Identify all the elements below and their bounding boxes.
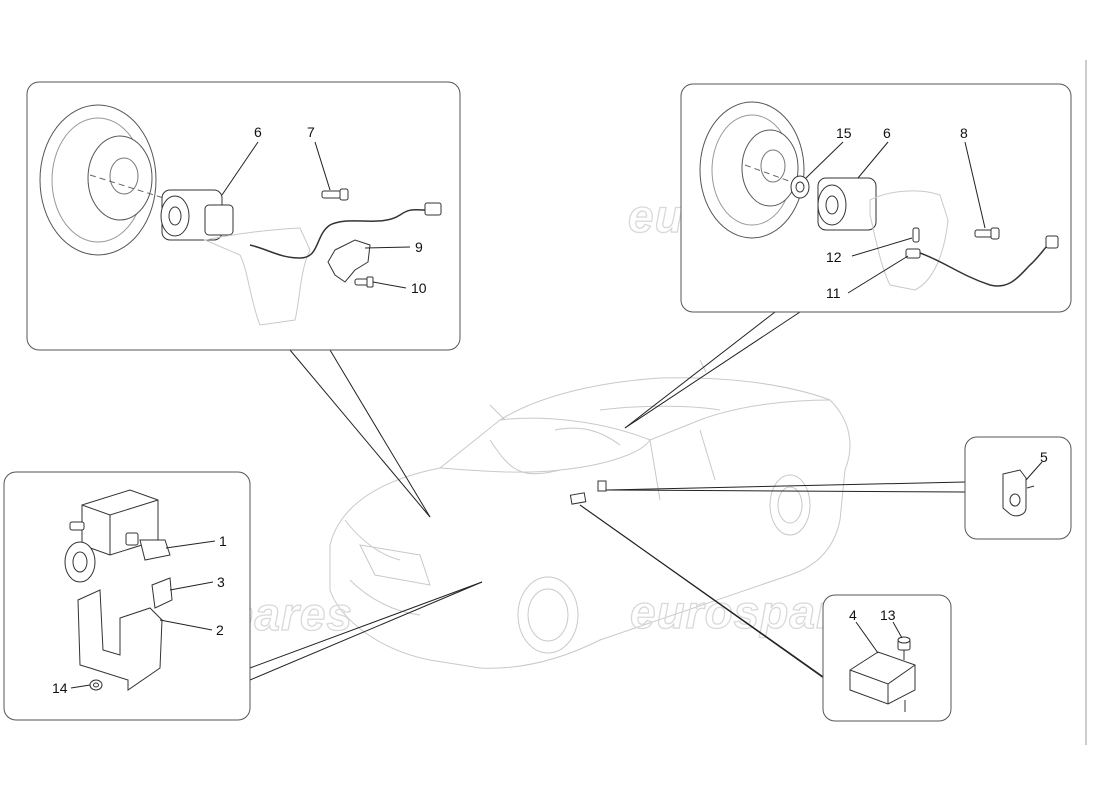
car-yaw-sensor-marker <box>569 492 587 505</box>
front-steering-knuckle <box>203 227 311 326</box>
callout-2: 2 <box>216 622 224 638</box>
callout-13: 13 <box>880 607 896 623</box>
yaw-sensor-nut <box>897 636 911 660</box>
callout-15: 15 <box>836 125 852 141</box>
group-leaders <box>249 311 966 691</box>
callout-7: 7 <box>307 124 315 140</box>
front-wheel-speed-sensor-cable <box>249 208 426 259</box>
abs-unit-box <box>3 471 251 721</box>
abs-unit-group: 1 3 2 14 <box>3 471 251 721</box>
callout-8: 8 <box>960 125 968 141</box>
callout-5: 5 <box>1040 449 1048 465</box>
front-sensor-connector <box>424 202 442 216</box>
front-brake-disc <box>39 104 171 256</box>
rear-sensor-bolt <box>912 227 920 243</box>
sensor-bracket-group: 5 <box>964 436 1072 540</box>
rear-hub-spacer <box>790 175 810 199</box>
callout-1: 1 <box>219 533 227 549</box>
rear-knuckle <box>869 190 949 291</box>
callout-14: 14 <box>52 680 68 696</box>
front-sensor-bracket <box>327 239 371 283</box>
rear-hub-bolt <box>974 227 1000 240</box>
rear-hub-group: 15 6 8 12 11 <box>680 83 1072 313</box>
car-sensor-marker <box>597 480 607 492</box>
abs-bracket-nut <box>89 679 103 691</box>
callout-11: 11 <box>826 285 841 301</box>
callout-6-rear: 6 <box>883 125 891 141</box>
callout-9: 9 <box>415 239 423 255</box>
callout-6-front: 6 <box>254 124 262 140</box>
callout-12: 12 <box>826 249 842 265</box>
front-wheel-hub <box>160 189 234 241</box>
yaw-rate-sensor <box>849 651 916 712</box>
abs-mount-gasket <box>151 577 173 609</box>
front-bracket-bolt <box>354 276 374 288</box>
callout-4: 4 <box>849 607 857 623</box>
rear-wheel-hub <box>817 177 877 231</box>
sensor-bracket <box>1002 469 1035 517</box>
front-hub-group: 6 7 9 10 <box>26 81 461 351</box>
callout-3: 3 <box>217 574 225 590</box>
car-outline <box>329 359 851 669</box>
yaw-sensor-group: 4 13 <box>822 594 952 722</box>
callout-10: 10 <box>411 280 427 296</box>
abs-modulator <box>64 489 171 583</box>
rear-wheel-speed-sensor <box>905 235 1059 287</box>
front-hub-bolt <box>321 188 349 201</box>
rear-brake-disc <box>699 101 805 239</box>
